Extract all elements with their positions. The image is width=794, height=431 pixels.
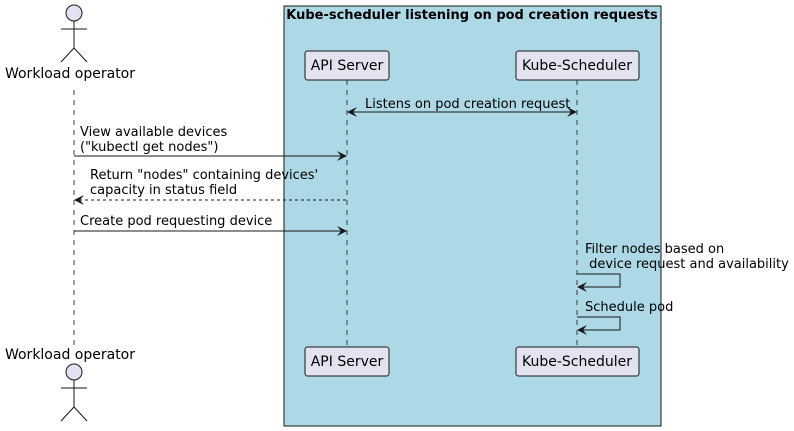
svg-text:Filter nodes based on d: Filter nodes based on device request and… — [585, 242, 789, 272]
message-create-pod: Create pod requesting device — [74, 214, 347, 236]
participant-kube-scheduler-bottom: Kube-Scheduler — [515, 346, 640, 377]
participant-api-server-top: API Server — [304, 50, 390, 81]
message-filter-nodes: Filter nodes based on device request and… — [577, 242, 789, 292]
group-box-title: Kube-scheduler listening on pod creation… — [286, 8, 658, 23]
actor-workload-operator-bottom: Workload operator — [5, 347, 135, 422]
svg-text:Create pod requesting device: Create pod requesting device — [80, 214, 272, 229]
message-view-available-devices: View available devices ("kubectl get nod… — [74, 125, 347, 161]
actor-head-icon — [65, 4, 83, 22]
svg-text:View available devices (: View available devices ("kubectl get nod… — [80, 125, 231, 155]
svg-text:Return "nodes" containing devi: Return "nodes" containing devices' capac… — [90, 168, 322, 198]
actor-head-icon — [65, 363, 83, 381]
svg-text:Schedule pod: Schedule pod — [585, 300, 673, 315]
svg-text:Listens on pod creation reques: Listens on pod creation request — [365, 97, 570, 112]
actor-label-bottom: Workload operator — [5, 347, 135, 363]
message-listens-on-pod-creation: Listens on pod creation request — [347, 97, 577, 117]
participant-kube-scheduler-top: Kube-Scheduler — [515, 50, 640, 81]
actor-workload-operator-top: Workload operator — [5, 4, 135, 82]
svg-text:Kube-Scheduler: Kube-Scheduler — [522, 354, 632, 370]
message-schedule-pod: Schedule pod — [577, 300, 673, 335]
actor-label-top: Workload operator — [5, 66, 135, 82]
message-return-nodes: Return "nodes" containing devices' capac… — [74, 168, 346, 205]
svg-text:Kube-Scheduler: Kube-Scheduler — [522, 58, 632, 74]
svg-text:API Server: API Server — [311, 58, 384, 74]
svg-text:API Server: API Server — [311, 354, 384, 370]
participant-api-server-bottom: API Server — [304, 346, 390, 377]
